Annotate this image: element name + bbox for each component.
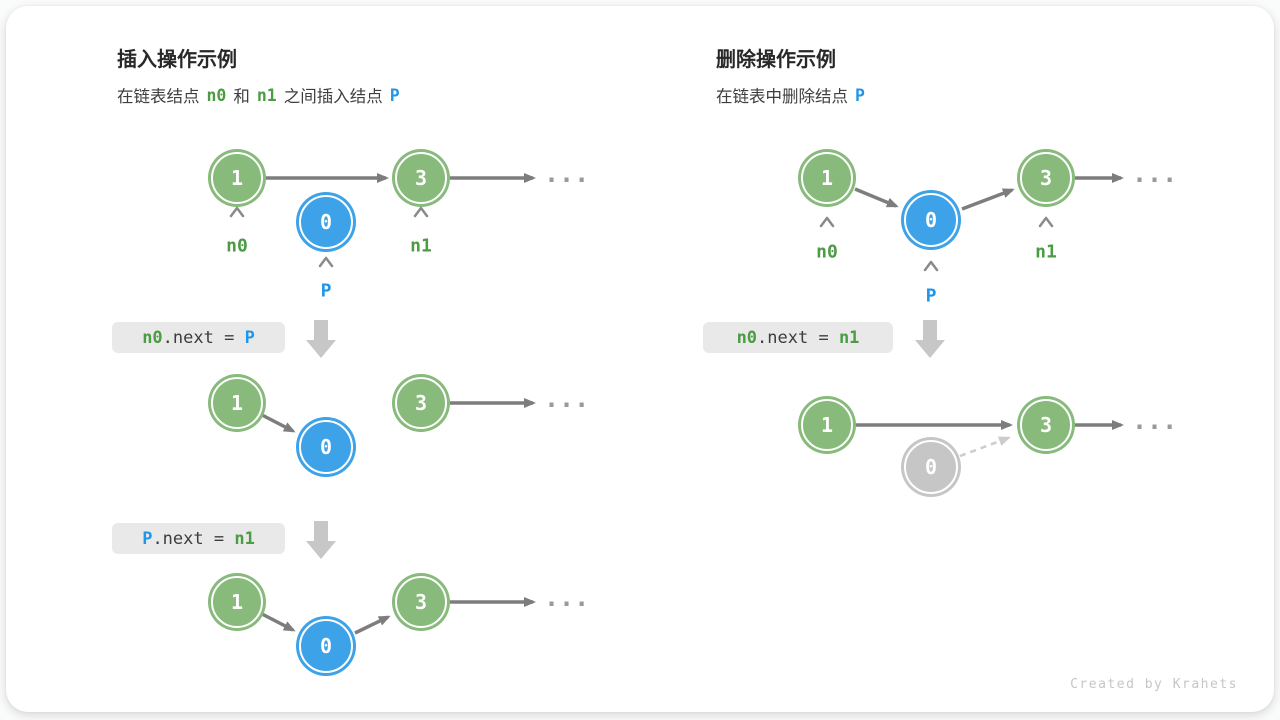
node-value: 3 [414,590,428,614]
subtitle-token-p: P [855,85,865,105]
node-value: 0 [924,208,938,232]
subtitle-token-n1: n1 [256,85,277,105]
pointer-label-p: P [925,285,937,307]
list-node: 1 [211,152,263,204]
list-node: 1 [211,377,263,429]
list-node: 3 [395,152,447,204]
code-token: .next = [757,327,839,348]
pointer-label-p: P [320,280,332,302]
code-token: .next = [162,327,245,348]
code-token-n0: n0 [736,327,758,348]
list-node: 1 [801,399,853,451]
node-value: 3 [414,166,428,190]
list-node-p: 0 [904,193,958,247]
code-token-n0: n0 [142,327,163,348]
code-token-n1: n1 [234,528,255,549]
ellipsis: ... [1132,406,1178,435]
right-panel-title: 删除操作示例 [716,49,836,71]
ellipsis: ... [544,159,590,188]
list-node: 3 [1020,399,1072,451]
right-panel-subtitle: 在链表中删除结点 P [716,83,872,107]
subtitle-text: 在链表结点 [117,88,200,106]
code-pill-n0-next-p: n0.next = P [112,322,285,353]
ellipsis: ... [1132,159,1178,188]
code-pill-p-next-n1: P.next = n1 [112,523,285,554]
left-panel-title: 插入操作示例 [117,49,237,71]
ellipsis: ... [544,384,590,413]
ellipsis: ... [544,583,590,612]
list-node: 1 [801,152,853,204]
code-pill-n0-next-n1: n0.next = n1 [703,322,893,353]
list-node: 3 [395,576,447,628]
node-value: 3 [1039,413,1053,437]
pointer-label-n1: n1 [1035,241,1057,263]
list-node: 3 [395,377,447,429]
node-value: 1 [820,166,834,190]
node-value: 3 [1039,166,1053,190]
node-value: 1 [230,590,244,614]
node-value: 1 [820,413,834,437]
subtitle-text: 在链表中删除结点 [716,88,848,106]
code-token-p: P [142,528,153,549]
background-card [6,6,1274,712]
pointer-label-n1: n1 [410,235,432,257]
node-value: 3 [414,391,428,415]
subtitle-token-p: P [389,85,400,105]
list-node-p: 0 [299,619,353,673]
node-value: 0 [319,435,333,459]
node-value: 1 [230,166,244,190]
credit-text: Created by Krahets [1070,677,1238,692]
left-panel-subtitle: 在链表结点 n0 和 n1 之间插入结点 P [117,83,407,107]
pointer-label-n0: n0 [816,241,838,263]
node-value: 0 [319,210,333,234]
code-token: .next = [152,528,235,549]
subtitle-text: 之间插入结点 [283,88,383,106]
node-value: 0 [319,634,333,658]
list-node: 3 [1020,152,1072,204]
node-value: 0 [924,455,938,479]
list-node-p: 0 [299,420,353,474]
subtitle-text: 和 [233,88,250,106]
list-node: 1 [211,576,263,628]
code-token-p: P [244,327,255,348]
subtitle-token-n0: n0 [206,85,227,105]
list-node-p: 0 [299,195,353,249]
list-node-deleted: 0 [904,440,958,494]
pointer-label-n0: n0 [226,235,248,257]
code-token-n1: n1 [838,327,860,348]
node-value: 1 [230,391,244,415]
